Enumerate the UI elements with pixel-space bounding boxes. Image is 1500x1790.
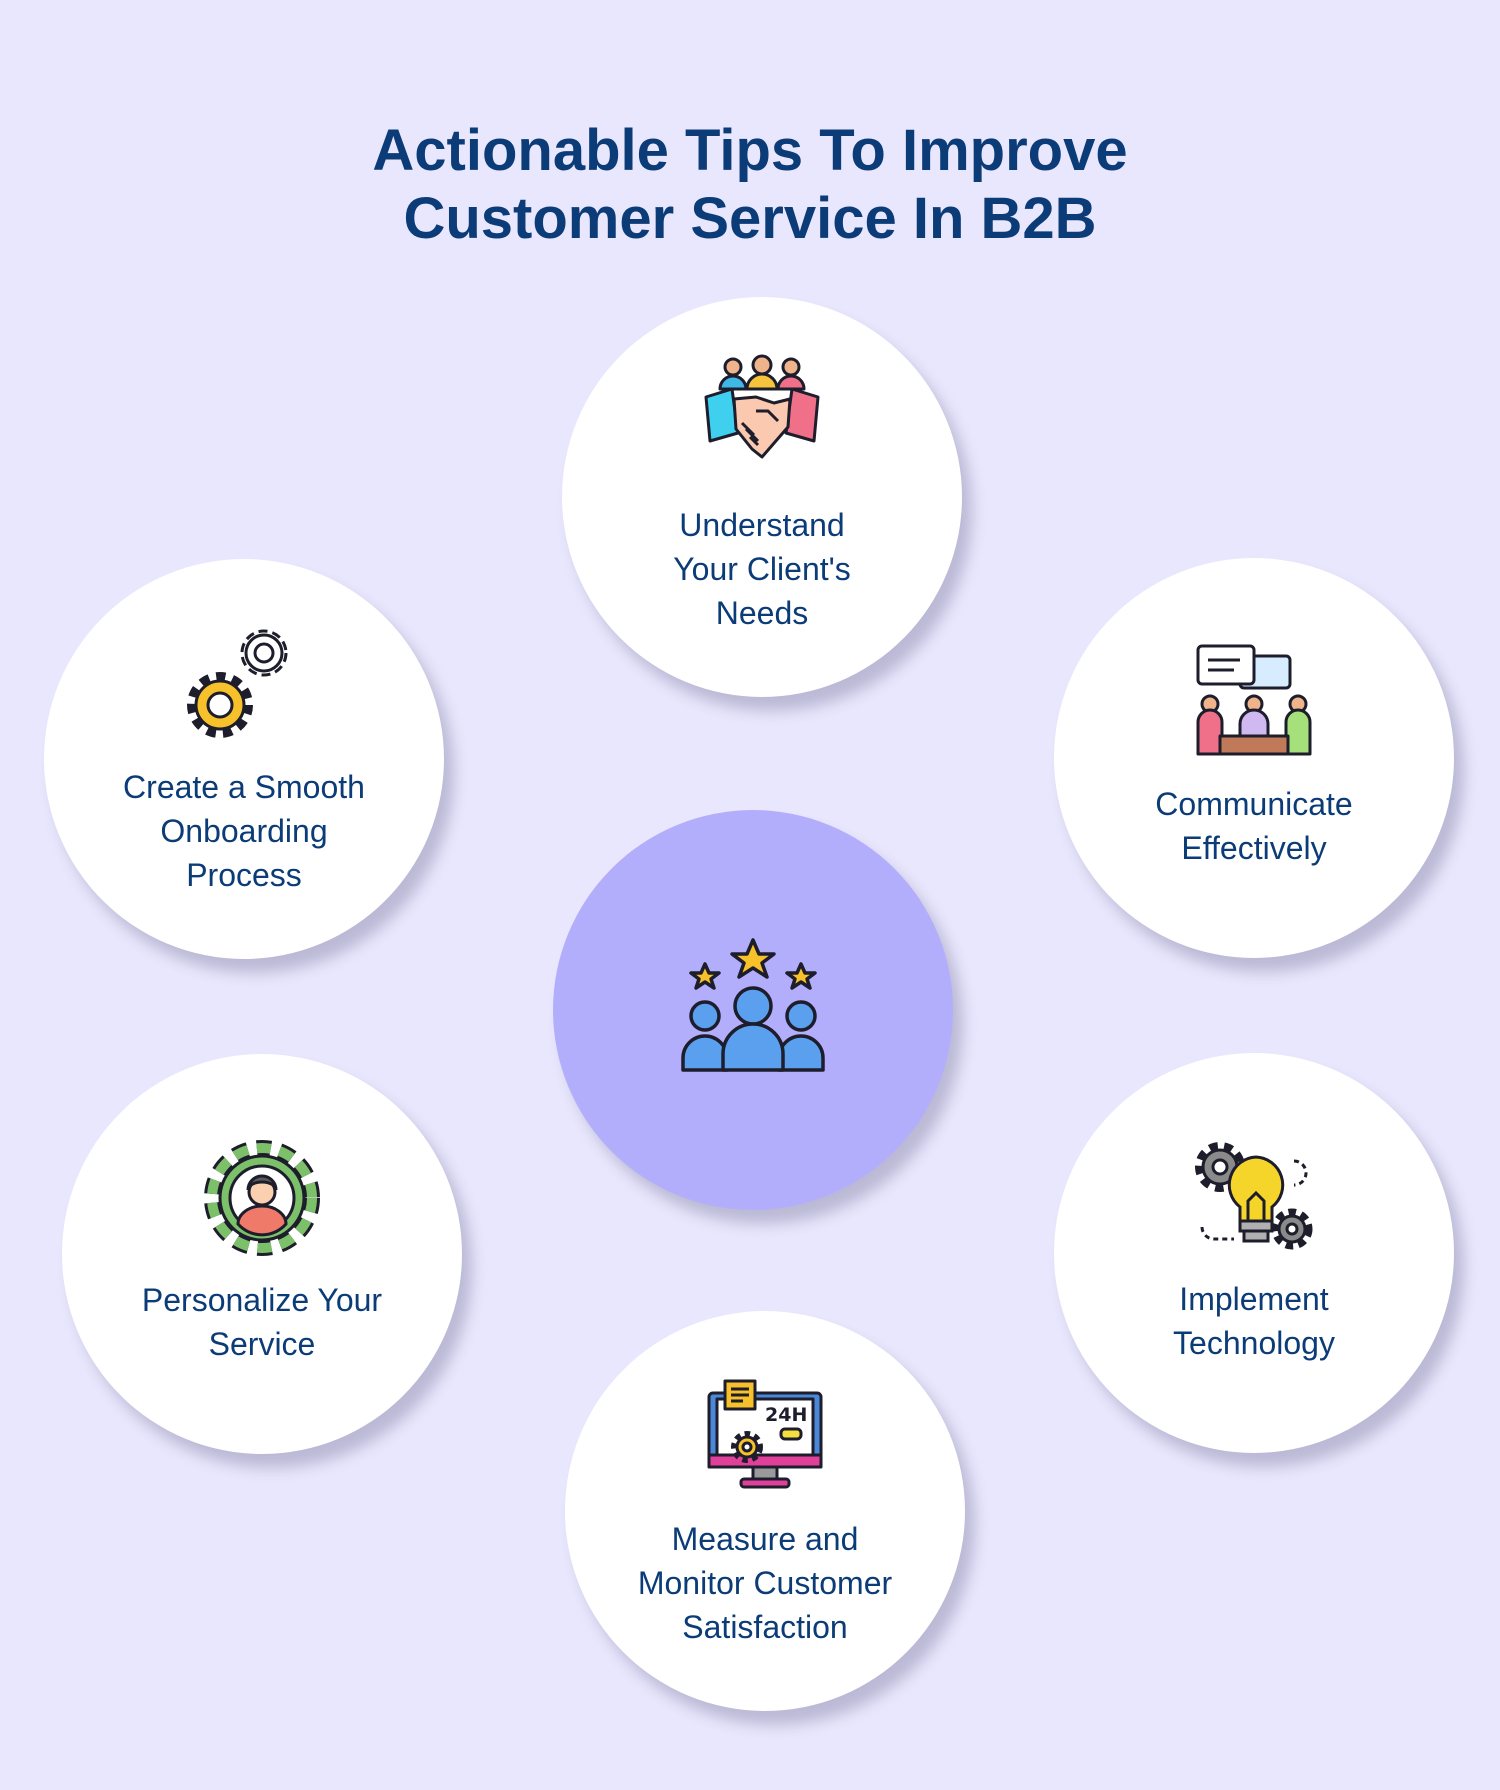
page-title: Actionable Tips To Improve Customer Serv…: [0, 117, 1500, 253]
title-line-2: Customer Service In B2B: [403, 185, 1097, 251]
svg-text:24H: 24H: [765, 1404, 807, 1426]
meeting-chat-icon: [1194, 642, 1314, 762]
tip-smooth-onboarding: Create a Smooth Onboarding Process: [44, 559, 444, 959]
tip-label: Understand Your Client's Needs: [673, 507, 851, 631]
center-hub: [553, 810, 953, 1210]
tip-implement-technology: Implement Technology: [1054, 1053, 1454, 1453]
monitor-24h-icon: 24H: [705, 1377, 825, 1497]
handshake-team-icon: [702, 349, 822, 469]
customer-stars-icon: [679, 936, 827, 1084]
tip-label: Communicate Effectively: [1155, 786, 1353, 866]
tip-label: Create a Smooth Onboarding Process: [123, 769, 365, 893]
tip-personalize-service: Personalize Your Service: [62, 1054, 462, 1454]
tip-understand-needs: Understand Your Client's Needs: [562, 297, 962, 697]
tip-measure-satisfaction: 24H Measure and Monitor Customer Satisfa…: [565, 1311, 965, 1711]
person-gear-icon: [202, 1138, 322, 1258]
gears-icon: [184, 621, 304, 741]
tip-communicate-effectively: Communicate Effectively: [1054, 558, 1454, 958]
title-line-1: Actionable Tips To Improve: [372, 117, 1128, 183]
lightbulb-gears-icon: [1194, 1137, 1314, 1257]
tip-label: Personalize Your Service: [141, 1282, 383, 1362]
tip-label: Implement Technology: [1173, 1281, 1335, 1361]
tip-label: Measure and Monitor Customer Satisfactio…: [637, 1521, 893, 1645]
